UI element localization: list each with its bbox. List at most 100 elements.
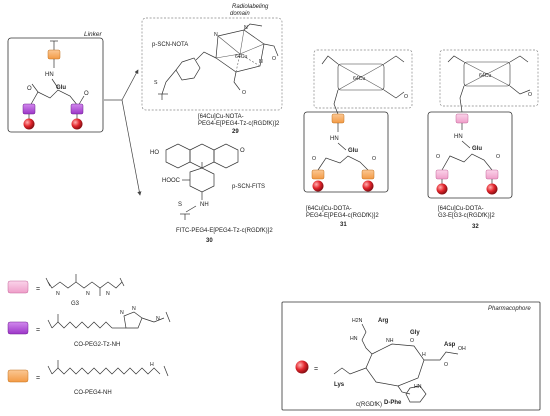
- pharmacophore-h1: H: [422, 352, 426, 358]
- compound-31-caption-line1: [64Cu]Cu-DOTA-: [306, 206, 352, 212]
- compound-32: 64Cu O HN Glu O O [64Cu]Cu-DOTA- G3-E[G3…: [427, 49, 539, 230]
- pharmacophore-asp: Asp: [444, 342, 456, 348]
- pink-linker-square-icon: [485, 169, 499, 180]
- compound-number-32: 32: [472, 224, 479, 230]
- nota-metal-label: 64Cu: [235, 54, 248, 60]
- svg-text:O: O: [242, 90, 246, 96]
- compound-31: 64Cu O HN Glu O O [64Cu]Cu-DOTA- PEG4-E[…: [303, 49, 413, 228]
- compound-32-caption-line1: [64Cu]Cu-DOTA-: [438, 206, 484, 212]
- pharmacophore-box: [281, 301, 541, 411]
- legend-peg4-label: CO-PEG4-NH: [74, 390, 112, 396]
- legend-equals-peg2: =: [36, 327, 40, 334]
- reaction-arrows: [104, 69, 142, 196]
- svg-text:O: O: [404, 94, 408, 100]
- orange-linker-square-icon: [311, 169, 325, 180]
- compound-31-glu: Glu: [348, 148, 358, 154]
- pharmacophore-asp-o: O: [444, 362, 448, 368]
- compound-31-caption-line2: PEG4-E[PEG4-c(RGDfK)]2: [306, 213, 379, 219]
- purple-linker-square-icon: [70, 103, 84, 115]
- compound-number-31: 31: [340, 222, 347, 228]
- linker-title: Linker: [84, 31, 103, 38]
- legend: = N N N G3 = N N N CO-PEG2-Tz-NH = H CO-…: [7, 274, 171, 396]
- legend-peg2-n: N: [156, 316, 160, 322]
- svg-text:N: N: [86, 291, 90, 297]
- red-sphere-icon: [312, 180, 324, 192]
- linker-nh: HN: [45, 72, 54, 78]
- svg-text:O: O: [410, 338, 414, 344]
- orange-linker-square-icon: [7, 369, 29, 383]
- svg-text:O: O: [84, 91, 89, 97]
- pharmacophore-h2n: H2N: [352, 318, 363, 324]
- pharmacophore-arg: Arg: [378, 318, 389, 324]
- svg-text:O: O: [436, 154, 440, 160]
- fitc-s: S: [178, 202, 182, 208]
- pharmacophore-lys: Lys: [334, 382, 345, 388]
- svg-text:N: N: [132, 306, 136, 312]
- pharmacophore-panel: Pharmacophore = H2N HN Arg NH O H HN Gly…: [281, 301, 541, 411]
- pharmacophore-oh: OH: [458, 346, 466, 352]
- svg-text:N: N: [214, 32, 218, 38]
- fitc-cooh: HOOC: [162, 178, 181, 184]
- linker-box: [7, 37, 104, 133]
- pink-linker-square-icon: [455, 113, 469, 124]
- red-sphere-icon: [436, 183, 448, 195]
- svg-text:O: O: [27, 86, 32, 92]
- pharmacophore-nh1: NH: [386, 338, 394, 344]
- pharmacophore-equals: =: [314, 366, 318, 373]
- compound-31-hn: HN: [330, 136, 339, 142]
- linker-panel: Linker HN Glu O O: [7, 31, 104, 133]
- red-sphere-icon: [486, 183, 498, 195]
- compound-32-glu: Glu: [472, 146, 482, 152]
- radiolabeling-title-line2: domain: [230, 11, 250, 17]
- pharmacophore-name: c(RGDfK): [356, 402, 382, 408]
- fitc-reagent-label: p-SCN-FITS: [232, 184, 265, 190]
- fitc-o: O: [240, 148, 245, 154]
- fitc-caption: FITC-PEG4-E[PEG4-Tz-c(RGDfK)]2: [176, 228, 273, 234]
- compound-31-box: [303, 111, 389, 193]
- legend-peg4-nh: H: [150, 362, 154, 368]
- legend-equals-peg4: =: [36, 375, 40, 382]
- fitc-nh: NH: [200, 202, 209, 208]
- svg-text:N: N: [259, 59, 263, 65]
- legend-g3-label: G3: [71, 301, 80, 307]
- svg-text:N: N: [106, 291, 110, 297]
- orange-linker-square-icon: [47, 49, 61, 60]
- svg-text:O: O: [272, 56, 276, 62]
- compound-number-30: 30: [206, 238, 213, 244]
- linker-glu: Glu: [56, 85, 66, 91]
- nota-caption-line2: PEG4-E[PEG4-Tz-c(RGDfK)]2: [198, 121, 280, 127]
- legend-peg2-label: CO-PEG2-Tz-NH: [74, 342, 120, 348]
- red-sphere-icon: [295, 360, 309, 374]
- compound-30: HO O HOOC NH S p-SCN-FITS FITC-PEG4-E[PE…: [150, 143, 273, 244]
- orange-linker-square-icon: [361, 169, 375, 180]
- dota-31-metal: 64Cu: [353, 76, 366, 82]
- red-sphere-icon: [23, 118, 35, 130]
- purple-linker-square-icon: [22, 103, 36, 115]
- svg-text:O: O: [312, 156, 316, 162]
- svg-text:O: O: [372, 156, 376, 162]
- svg-text:N: N: [120, 310, 124, 316]
- radiolabeling-title-line1: Radiolabeling: [232, 4, 269, 10]
- orange-linker-square-icon: [331, 113, 345, 124]
- pink-linker-square-icon: [435, 169, 449, 180]
- pharmacophore-hn2: HN: [414, 384, 422, 390]
- fitc-ho: HO: [150, 150, 159, 156]
- nota-caption-line1: [64Cu]Cu-NOTA-: [198, 114, 244, 120]
- pharmacophore-title: Pharmacophore: [488, 306, 531, 312]
- svg-text:O: O: [528, 92, 532, 98]
- svg-text:N: N: [56, 291, 60, 297]
- svg-text:S: S: [154, 80, 158, 86]
- pink-linker-square-icon: [7, 280, 29, 294]
- dota-31-domain-box: [313, 49, 413, 109]
- radiolabeling-domain-box: [141, 17, 283, 111]
- red-sphere-icon: [71, 118, 83, 130]
- dota-32-metal: 64Cu: [479, 73, 492, 79]
- compound-32-box: [427, 111, 513, 199]
- legend-equals-g3: =: [36, 286, 40, 293]
- nota-reagent-label: p-SCN-NOTA: [152, 42, 188, 48]
- pharmacophore-arg-hn: HN: [350, 336, 358, 342]
- compound-number-29: 29: [232, 129, 239, 135]
- purple-linker-square-icon: [7, 321, 29, 335]
